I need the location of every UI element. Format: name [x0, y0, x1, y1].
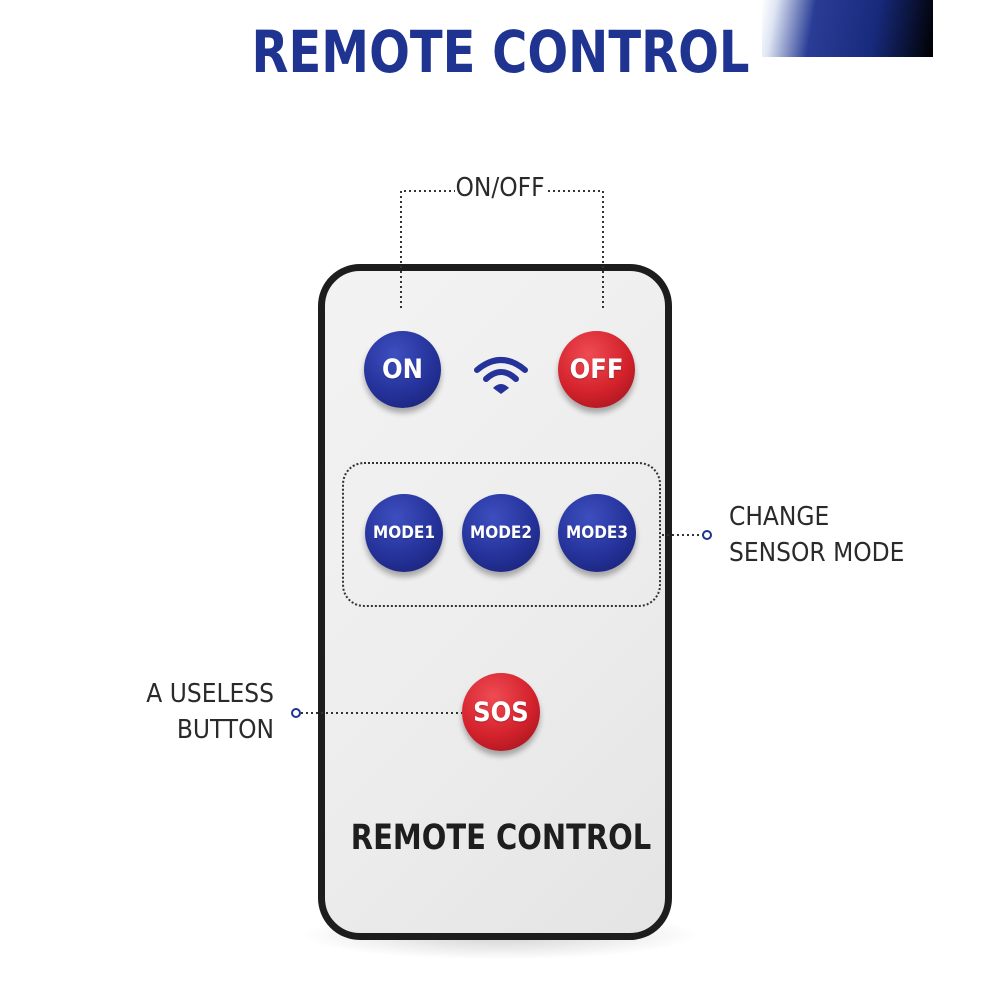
corner-accent	[762, 0, 933, 57]
useless-button-line-1: A USELESS	[146, 679, 274, 709]
mode2-button[interactable]: MODE2	[462, 494, 540, 572]
remote-brand-text: REMOTE CONTROL	[350, 818, 652, 858]
page-title: REMOTE CONTROL	[251, 18, 750, 86]
on-button[interactable]: ON	[364, 331, 441, 408]
change-sensor-mode-label: CHANGE SENSOR MODE	[729, 499, 904, 571]
on-off-label: ON/OFF	[455, 173, 545, 203]
useless-callout-dot	[291, 708, 301, 718]
useless-button-label: A USELESS BUTTON	[120, 676, 274, 748]
mode3-button[interactable]: MODE3	[558, 494, 636, 572]
sensor-callout-dot	[702, 530, 712, 540]
useless-button-line-2: BUTTON	[176, 715, 274, 745]
mode-button-group	[342, 462, 661, 607]
sos-button[interactable]: SOS	[462, 673, 540, 751]
change-sensor-mode-line-2: SENSOR MODE	[729, 538, 905, 568]
off-button[interactable]: OFF	[558, 331, 635, 408]
wifi-icon	[474, 357, 528, 394]
mode1-button[interactable]: MODE1	[365, 494, 443, 572]
change-sensor-mode-line-1: CHANGE	[729, 502, 830, 532]
